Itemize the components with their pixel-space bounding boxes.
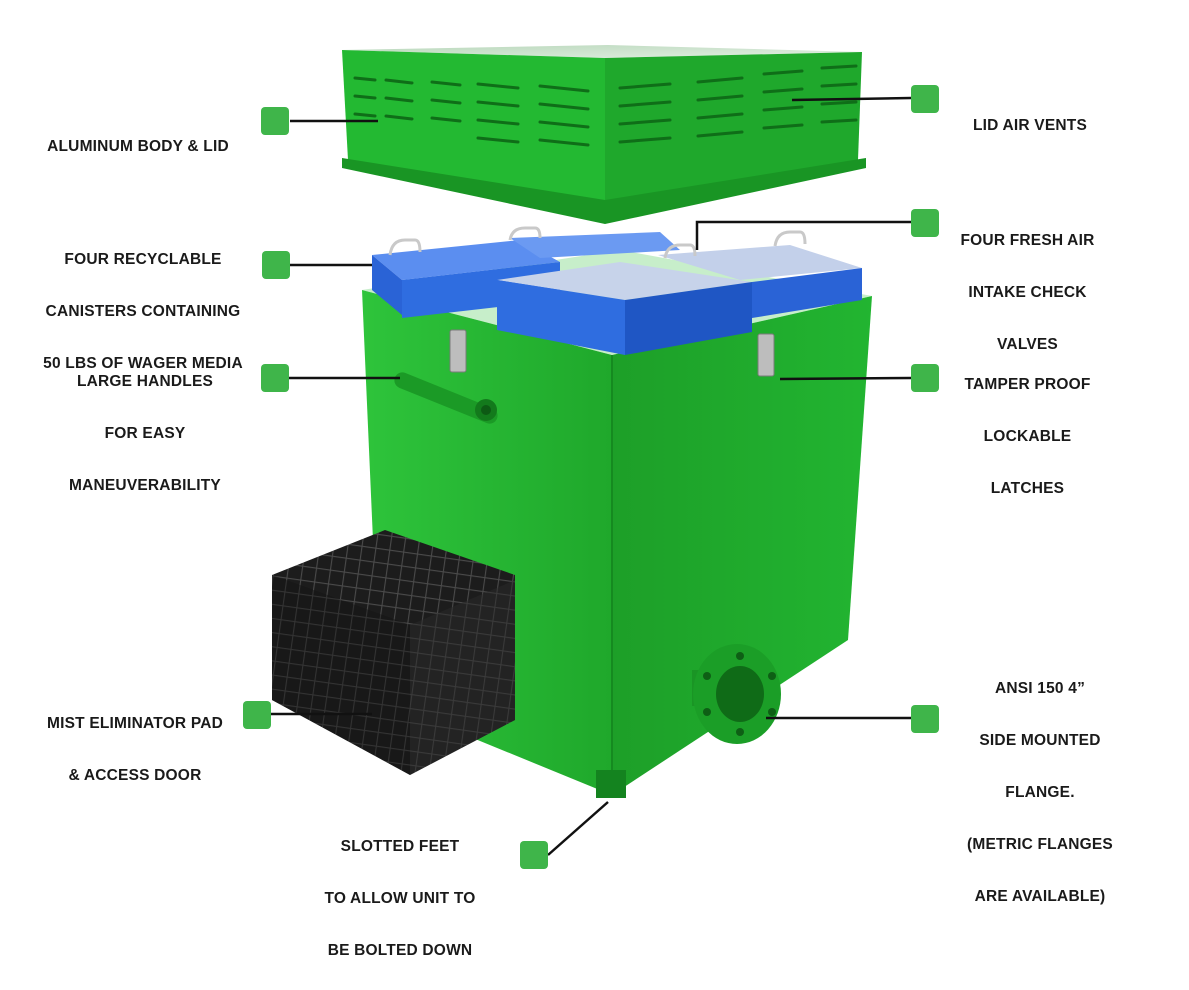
label-lid-air-vents: LID AIR VENTS <box>973 117 1087 134</box>
lid-top <box>342 45 862 58</box>
side-handle <box>394 372 498 424</box>
mist-eliminator-pad <box>272 530 515 775</box>
marker-ansi-flange <box>911 705 939 733</box>
slotted-foot <box>596 770 626 798</box>
lid <box>342 45 866 224</box>
lid-front-face <box>342 50 605 205</box>
label-large-handles: LARGE HANDLES FOR EASY MANEUVERABILITY <box>69 373 221 494</box>
label-recyclable-canisters: FOUR RECYCLABLE CANISTERS CONTAINING 50 … <box>43 251 243 372</box>
label-fresh-air-intake: FOUR FRESH AIR INTAKE CHECK VALVES <box>960 232 1095 353</box>
marker-lid-air-vents <box>911 85 939 113</box>
body-side-panel <box>612 296 872 795</box>
leader-slotted-feet <box>547 801 609 856</box>
latch-side <box>757 333 775 377</box>
canisters <box>372 226 862 355</box>
marker-large-handles <box>261 364 289 392</box>
marker-tamper-proof-latches <box>911 364 939 392</box>
leader-lines <box>270 96 912 856</box>
label-slotted-feet: SLOTTED FEET TO ALLOW UNIT TO BE BOLTED … <box>324 838 476 959</box>
leader-tamper-proof-latches <box>779 376 912 381</box>
marker-fresh-air-intake <box>911 209 939 237</box>
product-illustration <box>270 45 912 856</box>
canister-front-right <box>658 245 862 280</box>
marker-slotted-feet <box>520 841 548 869</box>
lid-vents <box>353 64 858 147</box>
label-aluminum-body-lid: ALUMINUM BODY & LID <box>47 138 229 155</box>
marker-recyclable-canisters <box>262 251 290 279</box>
canister-front-left <box>497 262 752 300</box>
side-flange <box>692 644 781 744</box>
label-mist-eliminator: MIST ELIMINATOR PAD & ACCESS DOOR <box>46 715 224 784</box>
marker-aluminum-body-lid <box>261 107 289 135</box>
canister-back-left <box>372 240 560 280</box>
label-tamper-proof-latches: TAMPER PROOF LOCKABLE LATCHES <box>964 376 1091 497</box>
canister-back-right <box>510 232 680 258</box>
latches <box>449 329 775 377</box>
leader-fresh-air-intake <box>695 220 911 250</box>
marker-mist-eliminator <box>243 701 271 729</box>
latch-front <box>449 329 467 373</box>
label-ansi-flange: ANSI 150 4” SIDE MOUNTED FLANGE. (METRIC… <box>967 680 1113 905</box>
leader-lid-air-vents <box>791 96 912 102</box>
